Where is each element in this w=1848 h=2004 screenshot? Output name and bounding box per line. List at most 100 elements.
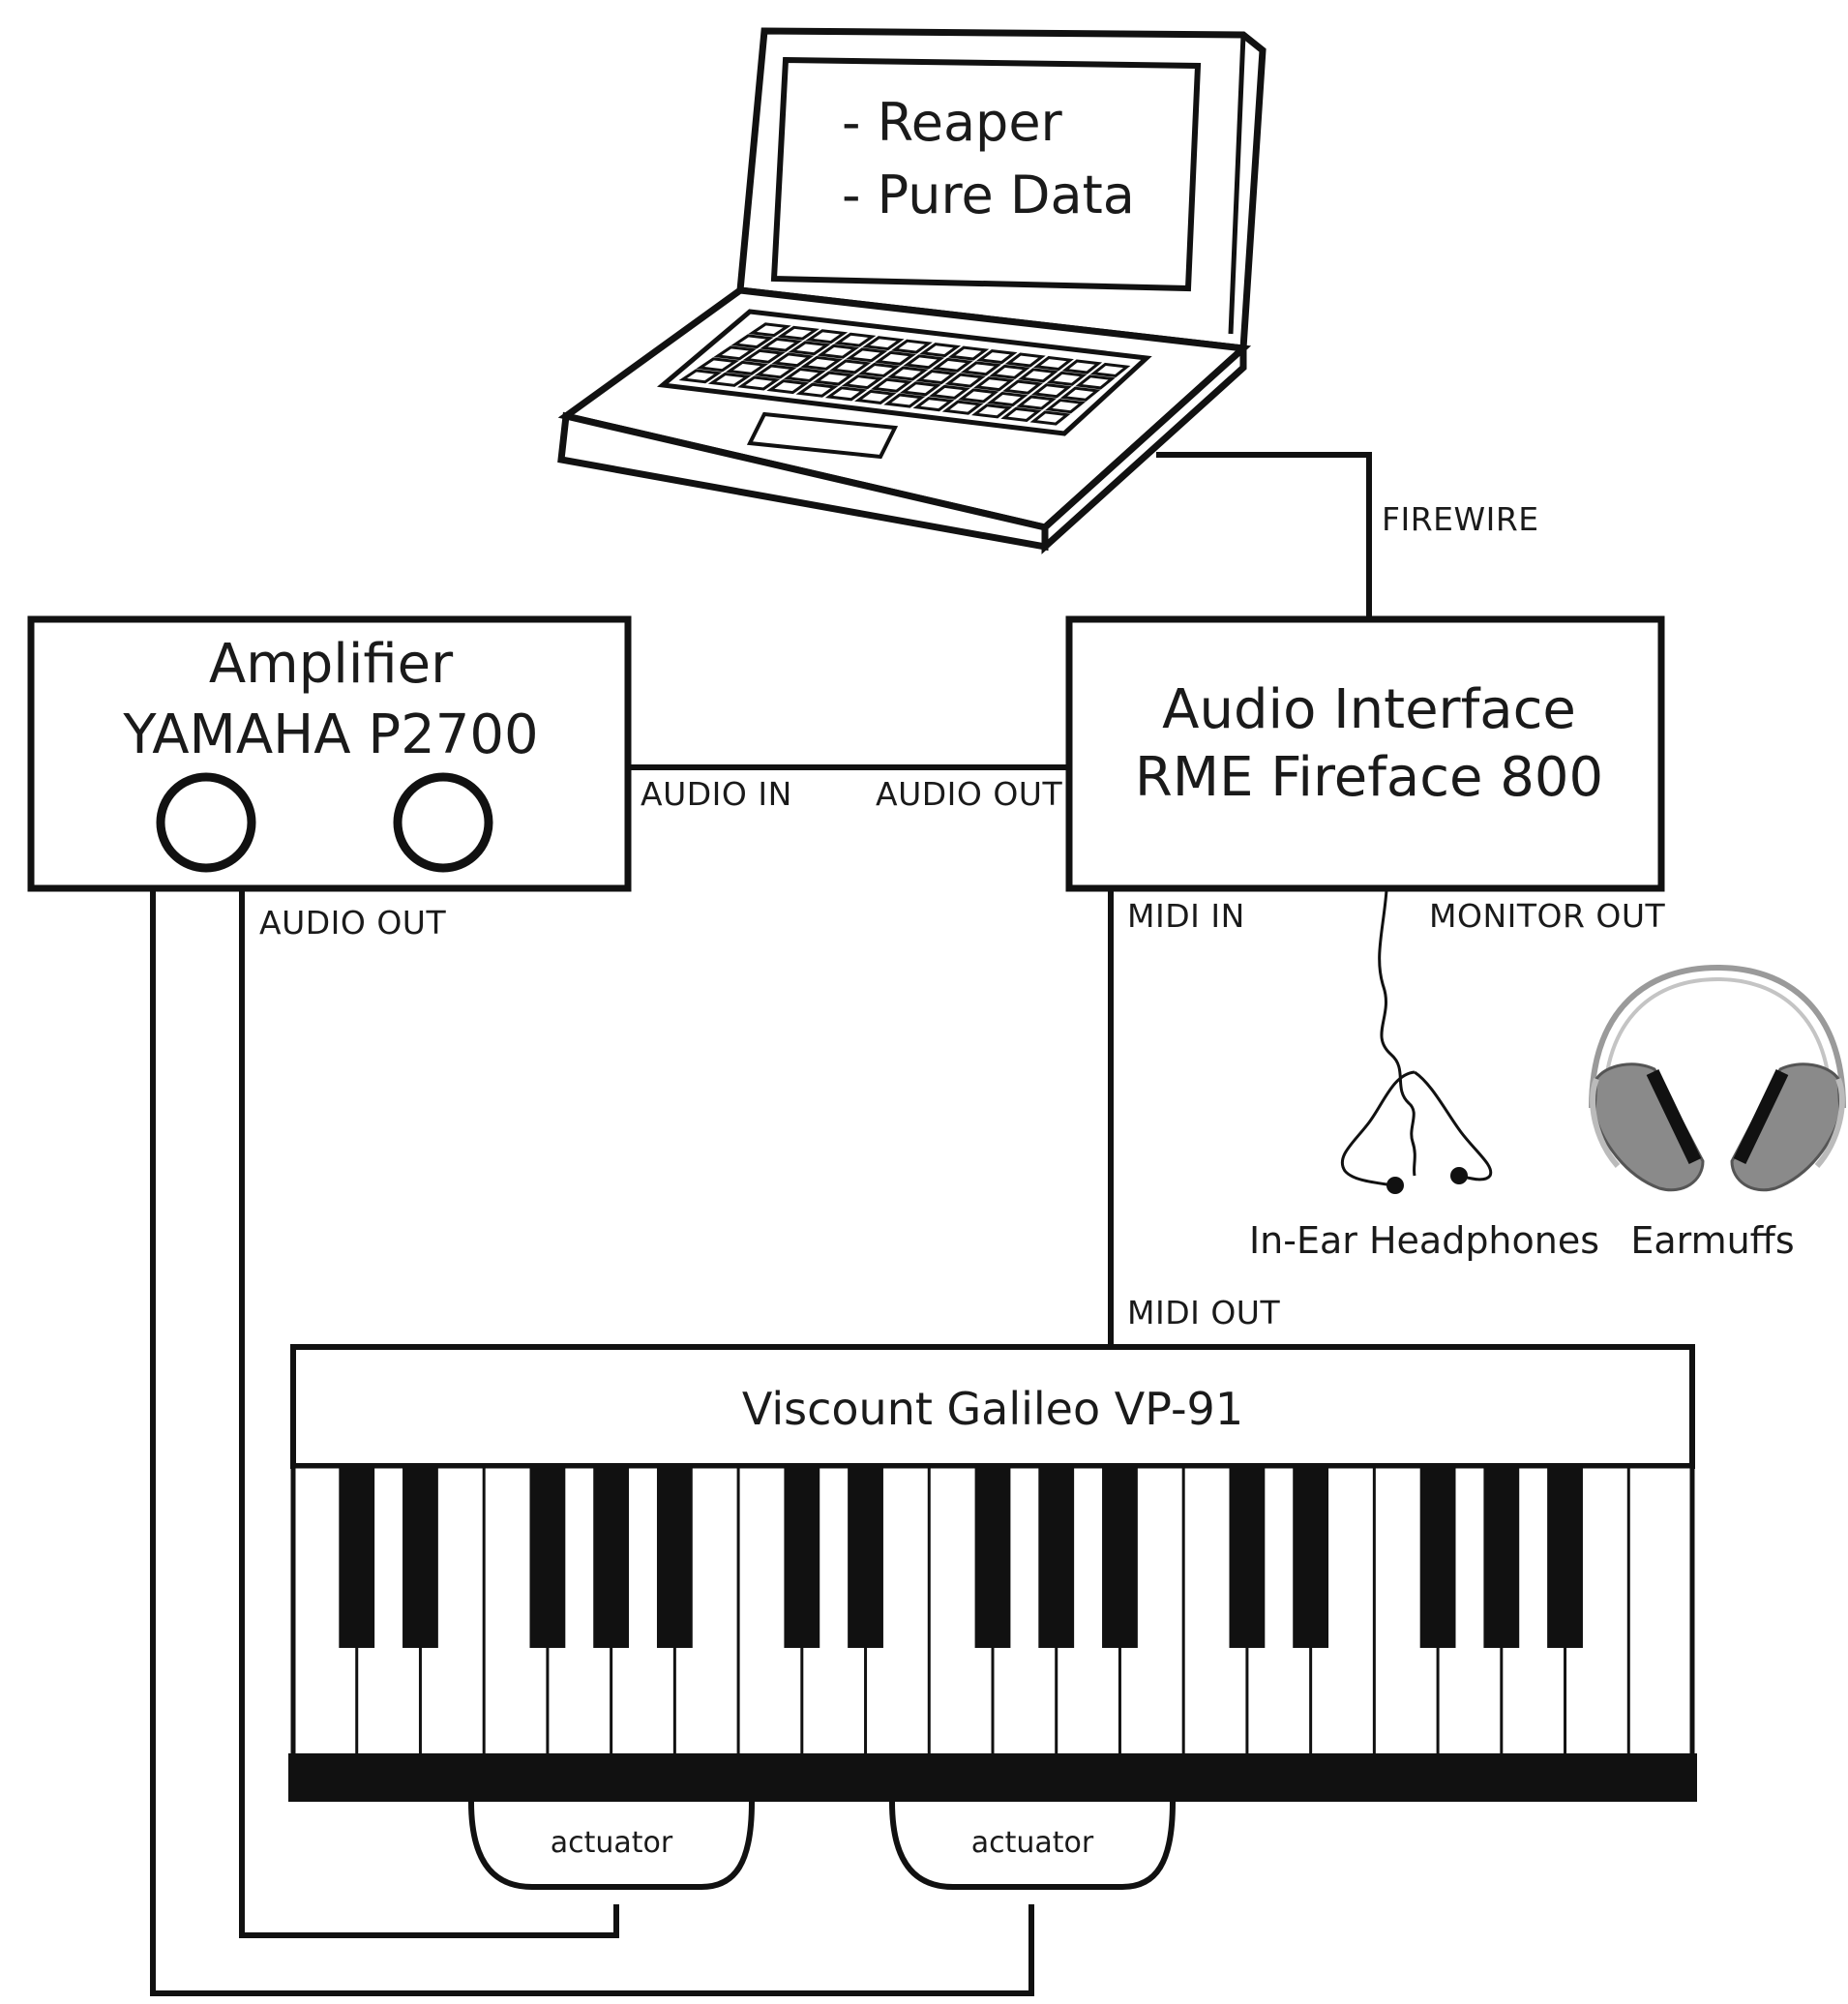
laptop-key — [828, 359, 872, 374]
laptop-key — [874, 350, 917, 366]
black-key — [656, 1466, 693, 1648]
laptop-key — [730, 334, 774, 349]
earmuff-right-cup-icon — [1730, 1062, 1845, 1192]
laptop-key — [960, 361, 1002, 376]
laptop-key — [1032, 355, 1074, 372]
label-interface-audio-out: AUDIO OUT — [876, 775, 1062, 813]
keyboard: Viscount Galileo VP-91 — [288, 1344, 1697, 1802]
black-key — [593, 1466, 630, 1648]
laptop-key — [862, 336, 905, 351]
laptop-screen-line-2: - Pure Data — [842, 165, 1135, 225]
laptop-key — [1001, 379, 1044, 395]
black-key — [1229, 1466, 1266, 1648]
laptop-key — [957, 388, 999, 404]
laptop-key — [1061, 359, 1103, 374]
laptop-key — [742, 348, 786, 364]
laptop-key — [805, 329, 849, 344]
laptop-key — [1045, 398, 1087, 414]
laptop-key — [919, 343, 962, 358]
laptop-key — [947, 345, 990, 361]
laptop-keys — [678, 322, 1131, 426]
audio-interface: Audio Interface RME Fireface 800 — [1065, 615, 1665, 892]
in-ear-left-bud-icon — [1386, 1177, 1404, 1194]
laptop-trackpad — [746, 411, 899, 460]
amplifier-knob-right — [393, 772, 493, 873]
laptop-key — [944, 373, 987, 388]
laptop-key — [987, 391, 1028, 407]
audio-interface-box — [1065, 615, 1665, 892]
laptop-screen — [770, 56, 1202, 292]
laptop-key — [1016, 395, 1058, 410]
actuator-right-body — [889, 1801, 1176, 1890]
laptop-key — [841, 374, 884, 390]
laptop-key — [976, 349, 1018, 365]
keyboard-title: Viscount Galileo VP-91 — [742, 1383, 1243, 1435]
laptop-base-side — [1041, 341, 1247, 554]
laptop-key — [1004, 352, 1046, 368]
laptop-key — [973, 376, 1015, 392]
earmuff-left-cup-icon — [1590, 1062, 1705, 1192]
firewire-cable — [1156, 452, 1372, 619]
laptop-key — [899, 381, 942, 397]
earmuffs-label: Earmuffs — [1630, 1219, 1794, 1262]
laptop-key — [912, 397, 955, 412]
in-ear-right-bud-icon — [1450, 1167, 1468, 1184]
laptop-key — [883, 393, 926, 408]
amplifier-box — [27, 615, 632, 892]
laptop-key — [1046, 371, 1088, 386]
laptop-key — [1075, 374, 1116, 390]
actuator-left-body — [468, 1801, 755, 1890]
actuator-left-label: actuator — [551, 1826, 673, 1860]
black-key — [339, 1466, 375, 1648]
label-audio-in: AUDIO IN — [641, 775, 792, 813]
laptop-key — [886, 366, 929, 381]
speaker-cable-right — [150, 888, 1034, 1996]
laptop-key — [737, 375, 781, 391]
in-ear-right-wire — [1414, 1070, 1493, 1181]
laptop-key — [890, 339, 933, 354]
black-keys — [339, 1466, 1583, 1648]
laptop-key — [795, 382, 839, 398]
laptop-key — [678, 369, 723, 384]
audio-interface-model: RME Fireface 800 — [1135, 746, 1603, 809]
black-key — [784, 1466, 820, 1648]
label-amp-audio-out: AUDIO OUT — [259, 904, 446, 942]
in-ear-headphones: In-Ear Headphones — [1249, 1070, 1599, 1262]
laptop-key — [932, 357, 973, 373]
laptop-key — [696, 357, 740, 373]
black-key — [529, 1466, 566, 1648]
laptop-key — [1089, 362, 1131, 378]
amplifier-knob-left — [156, 772, 256, 873]
actuator-right: actuator — [889, 1801, 1176, 1890]
laptop-key — [846, 347, 888, 363]
laptop-key — [1059, 386, 1101, 402]
black-key — [402, 1466, 438, 1648]
black-key — [1038, 1466, 1075, 1648]
laptop-key — [971, 404, 1013, 419]
laptop-key — [754, 364, 797, 379]
label-midi-out: MIDI OUT — [1127, 1294, 1280, 1331]
monitor-cable — [1378, 889, 1416, 1177]
laptop-key — [817, 344, 860, 359]
keyboard-base-bar — [288, 1753, 1697, 1802]
laptop-key — [760, 337, 803, 352]
laptop-key — [854, 389, 897, 404]
earmuffs: Earmuffs — [1589, 964, 1846, 1262]
amplifier-model: YAMAHA P2700 — [122, 703, 538, 766]
laptop-key — [1030, 383, 1072, 399]
laptop: - Reaper - Pure Data — [557, 27, 1267, 554]
laptop-key — [783, 367, 826, 383]
laptop-key — [713, 345, 758, 361]
actuator-right-label: actuator — [971, 1826, 1094, 1860]
black-key — [1547, 1466, 1583, 1648]
black-key — [974, 1466, 1011, 1648]
laptop-key — [748, 322, 791, 338]
laptop-key — [707, 372, 752, 387]
amplifier-title: Amplifier — [209, 633, 454, 696]
label-monitor-out: MONITOR OUT — [1429, 897, 1666, 935]
actuator-left: actuator — [468, 1801, 755, 1890]
black-key — [1102, 1466, 1138, 1648]
speaker-cable-left — [239, 888, 619, 1938]
laptop-key — [824, 386, 868, 402]
laptop-key — [1029, 410, 1071, 426]
